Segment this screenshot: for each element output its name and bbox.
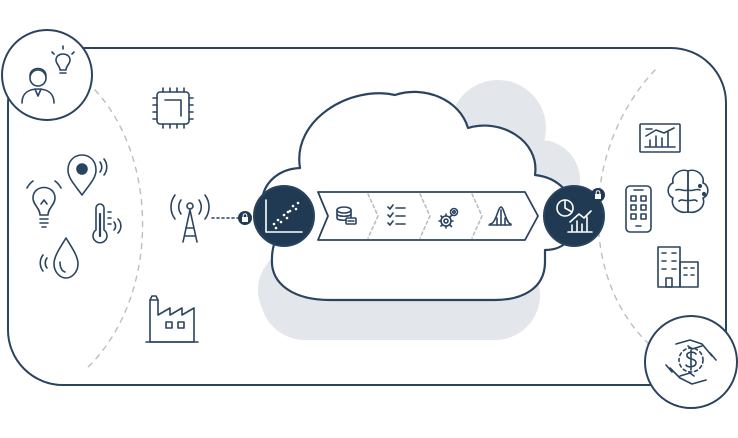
lightbulb-icon [26, 180, 62, 228]
system-boundary [7, 47, 727, 386]
monetize-badge [644, 315, 738, 409]
water-drop-icon [39, 237, 79, 279]
person-badge [1, 29, 93, 121]
location-pin-icon [67, 154, 108, 196]
distribution-chart-icon [488, 206, 512, 226]
bar-chart-icon [567, 210, 593, 233]
hands-dollar-icon [665, 339, 717, 385]
checklist-icon [387, 204, 406, 226]
pipeline-band [317, 191, 539, 241]
lightbulb-icon [51, 45, 75, 74]
lock-icon [238, 211, 252, 225]
brain-icon [667, 169, 709, 214]
factory-icon [145, 295, 199, 343]
antenna-tower-icon [170, 194, 210, 243]
output-node [543, 185, 605, 247]
database-icon [336, 206, 357, 225]
buildings-icon [657, 246, 699, 288]
scatter-plot-icon [265, 199, 303, 233]
thermometer-icon [92, 203, 122, 244]
microchip-icon [152, 87, 194, 129]
left-dashed-arc [84, 89, 144, 371]
dashboard-icon [639, 123, 681, 153]
person-icon [21, 67, 55, 104]
mobile-app-icon [625, 185, 652, 233]
pie-chart-icon [556, 199, 574, 217]
gears-icon [438, 207, 459, 229]
ingest-node [253, 185, 315, 247]
lock-icon [591, 188, 605, 202]
